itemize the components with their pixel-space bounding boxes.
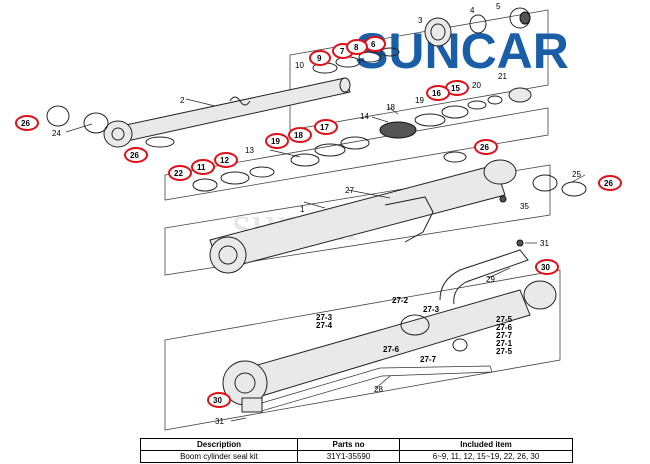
svg-text:30: 30 [213,396,222,405]
svg-text:6: 6 [371,40,376,49]
callout-9: 9 [309,50,331,66]
label-25: 25 [572,170,581,179]
table-header-row: Description Parts no Included item [140,438,573,451]
assembled-cylinder [222,239,557,413]
svg-text:22: 22 [174,169,183,178]
label-27-6b: 27-6 [383,345,400,354]
cell-included-item: 6~9, 11, 12, 15~19, 22, 26, 30 [399,450,573,463]
label-29: 29 [486,275,495,284]
label-19: 19 [415,96,424,105]
leader-lines [65,98,586,422]
callout-26d: 26 [598,175,622,191]
part-number-labels: 1 2 3 4 5 10 13 14 18 19 20 21 24 25 27 … [52,2,581,426]
label-27-3a: 27-3 [316,313,333,322]
header-included-item: Included item [399,438,573,451]
svg-text:9: 9 [317,54,322,63]
label-1: 1 [300,205,305,214]
label-27-4: 27-4 [316,321,333,330]
label-14: 14 [360,112,369,121]
label-27-5b: 27-5 [496,347,513,356]
header-description: Description [140,438,298,451]
label-20: 20 [472,81,481,90]
label-2: 2 [180,96,185,105]
label-4: 4 [470,6,475,15]
svg-text:19: 19 [271,137,280,146]
callout-11: 11 [191,159,215,175]
label-3: 3 [418,16,423,25]
callout-26c: 26 [474,139,498,155]
callout-19: 19 [265,133,289,149]
cylinder-tube [209,151,587,274]
callout-12: 12 [214,152,238,168]
callout-30a: 30 [535,259,559,275]
label-27-1: 27-1 [496,339,513,348]
svg-text:26: 26 [604,179,613,188]
callout-26b: 26 [124,147,148,163]
label-28: 28 [374,385,383,394]
label-13: 13 [245,146,254,155]
callout-30b: 30 [207,392,231,408]
label-10: 10 [295,61,304,70]
seal-rings-top [46,47,400,148]
cell-description: Boom cylinder seal kit [140,450,298,463]
panel-assembly [164,269,561,431]
label-21: 21 [498,72,507,81]
label-27-2: 27-2 [392,296,409,305]
brand-logo: SUNCAR [355,23,569,79]
callout-6: 6 [364,36,386,52]
label-27-7a: 27-7 [496,331,513,340]
callout-26a: 26 [15,115,39,131]
callout-8: 8 [346,39,368,55]
svg-text:17: 17 [320,123,329,132]
callout-16: 16 [426,85,450,101]
label-27-6a: 27-6 [496,323,513,332]
piston-assembly [192,87,532,192]
callout-17: 17 [314,119,338,135]
svg-text:26: 26 [480,143,489,152]
seal-kit-callouts: 6 7 8 9 11 12 15 16 17 18 19 22 26 26 26… [15,36,622,408]
label-27: 27 [345,186,354,195]
header-parts-no: Parts no [297,438,400,451]
gland-assembly [424,7,531,47]
seal-kit-table: Description Parts no Included item Boom … [140,438,573,463]
svg-text:30: 30 [541,263,550,272]
label-31b: 31 [215,417,224,426]
svg-text:11: 11 [197,163,206,172]
label-18: 18 [386,103,395,112]
svg-text:12: 12 [220,156,229,165]
table-row: Boom cylinder seal kit 31Y1-35590 6~9, 1… [140,450,573,463]
label-27-7b: 27-7 [420,355,437,364]
label-27-5a: 27-5 [496,315,513,324]
label-27-3b: 27-3 [423,305,440,314]
panel-piston [164,107,549,201]
svg-text:26: 26 [21,119,30,128]
callout-22: 22 [168,165,192,181]
label-35: 35 [520,202,529,211]
svg-text:8: 8 [354,43,359,52]
cell-parts-no: 31Y1-35590 [297,450,400,463]
rod-assembly [103,77,351,148]
label-24: 24 [52,129,61,138]
svg-text:7: 7 [340,47,345,56]
label-31a: 31 [540,239,549,248]
svg-text:15: 15 [451,84,460,93]
svg-text:16: 16 [432,89,441,98]
svg-text:18: 18 [294,131,303,140]
label-5: 5 [496,2,501,11]
callout-18: 18 [288,127,312,143]
svg-text:26: 26 [130,151,139,160]
